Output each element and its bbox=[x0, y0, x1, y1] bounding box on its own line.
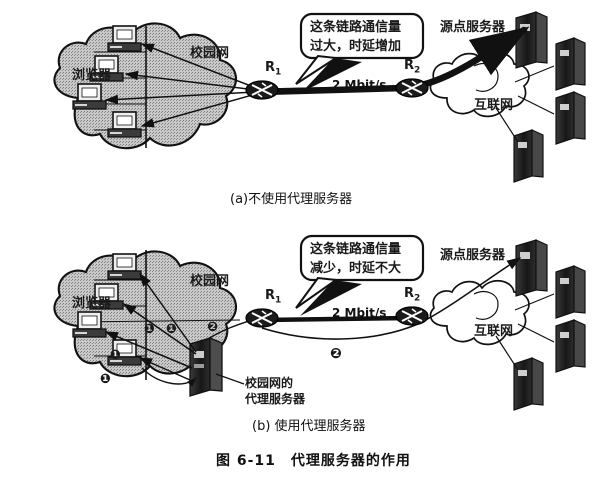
campus-network-label-a: 校园网 bbox=[190, 46, 230, 61]
server-links-b bbox=[495, 293, 555, 371]
router-r1-label-a: R1 bbox=[265, 60, 281, 78]
subcaption-a: (a)不使用代理服务器 bbox=[230, 192, 353, 207]
origin-server-b-4 bbox=[513, 357, 544, 411]
callout-b-line2: 减少，时延不大 bbox=[310, 261, 402, 276]
proxy-server-label-b: 校园网的 代理服务器 bbox=[245, 375, 305, 407]
browser-host-b-3 bbox=[72, 311, 107, 338]
proxy-traffic-arrows-b bbox=[104, 272, 253, 387]
router-r1-b bbox=[245, 308, 279, 328]
router-r2-letter-b: R bbox=[404, 286, 415, 301]
browser-host-a-1 bbox=[107, 25, 142, 52]
router-r1-a bbox=[245, 80, 279, 100]
router-r1-sub-a: 1 bbox=[275, 67, 282, 78]
router-r2-b bbox=[395, 306, 429, 326]
proxy-leader-line-b bbox=[215, 373, 245, 385]
internet-cloud-b bbox=[429, 279, 530, 346]
flow-mark-5: ❷ bbox=[207, 320, 219, 335]
router-r1-letter-b: R bbox=[265, 288, 276, 303]
panel-a-graphics bbox=[53, 11, 586, 183]
proxy-server-b bbox=[189, 337, 223, 397]
origin-server-a-4 bbox=[513, 129, 544, 183]
callout-bubble-b bbox=[295, 234, 425, 316]
browser-host-a-2 bbox=[89, 55, 124, 82]
callout-b-line1: 这条链路通信量 bbox=[310, 242, 402, 257]
panel-b-graphics bbox=[53, 234, 586, 411]
origin-server-a-2 bbox=[555, 37, 586, 91]
traffic-arrows-a bbox=[104, 43, 257, 128]
server-links-a bbox=[495, 65, 555, 143]
router-r1-letter-a: R bbox=[265, 60, 276, 75]
flow-mark-1: ❶ bbox=[110, 348, 122, 363]
origin-server-label-a: 源点服务器 bbox=[440, 20, 506, 35]
flow-mark-4: ❶ bbox=[166, 322, 178, 337]
origin-server-b-1 bbox=[515, 239, 548, 297]
router-r2-label-a: R2 bbox=[404, 58, 420, 76]
callout-bubble-a bbox=[295, 12, 425, 92]
link-rate-label-a: 2 Mbit/s bbox=[332, 78, 387, 92]
proxy-label-line2: 代理服务器 bbox=[245, 392, 306, 406]
callout-text-b: 这条链路通信量 减少，时延不大 bbox=[310, 240, 401, 278]
flow-mark-3: ❶ bbox=[144, 322, 156, 337]
internet-label-b: 互联网 bbox=[474, 324, 514, 339]
link-rate-label-b: 2 Mbit/s bbox=[332, 306, 387, 320]
router-r2-letter-a: R bbox=[404, 58, 415, 73]
origin-server-a-3 bbox=[555, 91, 586, 145]
origin-server-a-1 bbox=[515, 11, 548, 69]
router-r1-sub-b: 1 bbox=[275, 295, 282, 306]
router-r2-sub-a: 2 bbox=[414, 65, 421, 76]
router-r2-label-b: R2 bbox=[404, 286, 420, 304]
subcaption-b: (b) 使用代理服务器 bbox=[252, 419, 366, 434]
router-r1-label-b: R1 bbox=[265, 288, 281, 306]
browser-host-a-3 bbox=[72, 83, 107, 110]
origin-server-b-2 bbox=[555, 265, 586, 319]
figure-caption: 图 6-11 代理服务器的作用 bbox=[216, 453, 411, 469]
callout-a-line1: 这条链路通信量 bbox=[310, 20, 402, 35]
browser-host-a-4 bbox=[107, 111, 142, 138]
origin-server-label-b: 源点服务器 bbox=[440, 248, 506, 263]
callout-text-a: 这条链路通信量 过大，时延增加 bbox=[310, 18, 401, 56]
router-r2-sub-b: 2 bbox=[414, 293, 421, 304]
callout-a-line2: 过大，时延增加 bbox=[310, 39, 402, 54]
browser-host-b-1 bbox=[107, 253, 142, 280]
router-r2-a bbox=[395, 78, 429, 98]
browser-label-b: 浏览器 bbox=[72, 296, 112, 311]
origin-server-b-3 bbox=[555, 319, 586, 373]
campus-network-label-b: 校园网 bbox=[190, 274, 230, 289]
flow-mark-2: ❶ bbox=[100, 372, 112, 387]
flow-mark-6: ❷ bbox=[330, 346, 342, 362]
link-r1-r2-b bbox=[261, 315, 413, 323]
internet-label-a: 互联网 bbox=[474, 98, 514, 113]
browser-label-a: 浏览器 bbox=[72, 68, 112, 83]
proxy-label-line1: 校园网的 bbox=[245, 376, 294, 390]
